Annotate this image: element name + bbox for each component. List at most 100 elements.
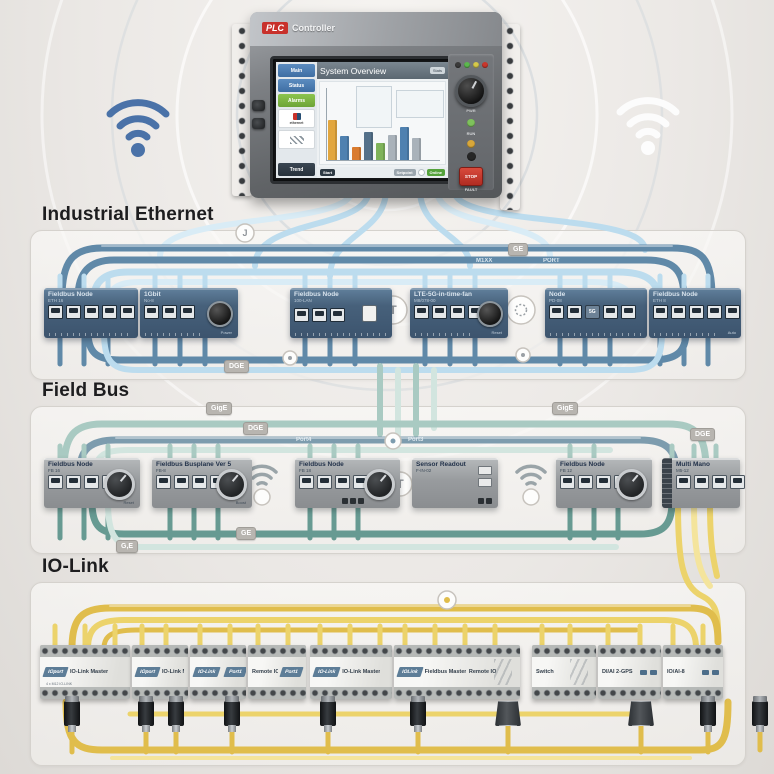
m12-valve-connector [495, 701, 521, 726]
device-label: Fieldbus Node [48, 461, 93, 468]
hatch-decoration [494, 659, 512, 685]
pwr-label: PWR [466, 108, 476, 113]
pin-labels [654, 333, 717, 336]
m12-connector [64, 696, 80, 732]
plc-control-panel: PWR RUN STOP FAULT [448, 54, 494, 192]
ack-button[interactable] [466, 152, 476, 161]
m12-connector [224, 696, 240, 732]
device-label: Fieldbus Node [653, 291, 698, 298]
fieldbus-wifi-nodes [246, 464, 547, 506]
ethernet-device-2: 1Gbit No-8 Power [140, 288, 238, 338]
module-name: Remote IO [252, 669, 279, 675]
knob-label: Power [220, 330, 232, 335]
cable-label-port: PORT [543, 258, 560, 264]
device-sub-label: No-8 [144, 298, 154, 303]
stop-button[interactable]: STOP [459, 167, 483, 186]
cable-label-m1xx: M1XX [476, 258, 493, 264]
pin-labels [295, 333, 387, 336]
device-sub-label: 100-LAN [294, 298, 312, 303]
gap-cables-eth-fb [377, 363, 437, 443]
terminal-strip-bottom [394, 687, 520, 699]
rj45-port-row [556, 473, 652, 489]
rj45-port [578, 475, 593, 489]
module-body: IOport IO-Link Master 4 x M12 IO-LINK [40, 657, 130, 687]
sensor-chip [478, 478, 492, 487]
footer-online-button[interactable]: Online [426, 169, 445, 176]
terminal-strip-bottom [598, 687, 661, 699]
header-stats-button[interactable]: Stats [429, 67, 445, 74]
module-tag: IOport [134, 667, 161, 677]
module-body: IO-Link IO-Link Master [310, 657, 392, 687]
hatch-decoration [570, 659, 588, 685]
screen-title: System Overview [320, 65, 387, 76]
plc-housing: PLC Controller Main Status Alarms ethern… [250, 12, 502, 198]
wifi-icon-left [106, 99, 170, 157]
ethernet-app-tile[interactable]: ethernet [278, 109, 315, 128]
module-name: DI/AI 2-GPS [602, 669, 633, 675]
bar [364, 132, 373, 160]
rj45-port [84, 475, 99, 489]
rj45-port [66, 305, 81, 319]
device-sub-label: FB 16 [48, 468, 61, 473]
rj45-port [671, 305, 686, 319]
pin-labels [415, 333, 474, 336]
nav-main-button[interactable]: Main [278, 64, 315, 77]
bar [352, 147, 361, 160]
rj45-port [144, 305, 159, 319]
device-sub-label: ETH 16 [48, 298, 64, 303]
gap-cables-fb-io [675, 502, 721, 635]
pipes-tile[interactable] [278, 130, 315, 149]
mounting-bracket-left [232, 24, 252, 196]
terminal-strip-top [532, 645, 596, 657]
bar [376, 143, 385, 160]
terminal-strip-bottom [40, 687, 130, 699]
nav-status-button[interactable]: Status [278, 79, 315, 92]
iolink-module-5: IO-Link IO-Link Master [310, 645, 392, 699]
din-clip [662, 458, 672, 508]
device-label: Fieldbus Node [294, 291, 339, 298]
section-title-ethernet: Industrial Ethernet [42, 204, 214, 225]
plc-controller: PLC Controller Main Status Alarms ethern… [232, 12, 520, 210]
warn-led [467, 140, 475, 148]
dip-switch [342, 498, 348, 504]
footer-start-button[interactable]: Start [320, 169, 336, 176]
dip-switches [478, 498, 492, 504]
iolink-module-3: IO-Link BusNode Port1 [190, 645, 246, 699]
module-body: Remote IO Port1 [248, 657, 306, 687]
module-body: Switch [532, 657, 596, 687]
rj45-port [299, 475, 314, 489]
reset-knob [104, 469, 135, 500]
wifi-icon-right [616, 97, 680, 155]
module-name: IO-Link Master [70, 669, 109, 675]
fieldbus-device-5: Fieldbus Node FB 12 [556, 458, 652, 508]
module-name-2: Remote IO [468, 669, 496, 675]
footer-setpoint-button[interactable]: Setpoint [393, 169, 416, 176]
cable-badge-dge: DGE [224, 360, 250, 373]
rj45-port [620, 305, 636, 319]
rj45-port [450, 305, 465, 319]
fieldbus-device-6: Multi Mano M5-12 [662, 458, 745, 508]
fieldbus-device-4-sensor-readout: Sensor Readout F-IN-02 [412, 458, 498, 508]
junction-label-j: J [242, 228, 247, 238]
junction-label-t2: T [396, 477, 404, 491]
cable-badge-dge3: DGE [690, 428, 716, 441]
power-knob[interactable] [455, 75, 487, 107]
junction-label-t: T [389, 303, 397, 317]
knob-label: Boost [235, 500, 246, 505]
terminal-strip-top [598, 645, 661, 657]
rj45-port [84, 305, 99, 319]
fieldbus-device-1: Fieldbus Node FB 16 Reset [44, 458, 140, 508]
nav-alarms-button[interactable]: Alarms [278, 94, 315, 107]
dip-switch [358, 498, 364, 504]
overview-chart [319, 81, 446, 165]
rj45-port [48, 475, 63, 489]
rj45-port [335, 475, 350, 489]
module-tag: IOport [42, 667, 69, 677]
fieldbus-device-3: Fieldbus Node FB 18 [295, 458, 400, 508]
chart-y-axis [326, 88, 327, 161]
m12-connector [752, 696, 768, 732]
trend-button[interactable]: Trend [278, 163, 315, 176]
run-label: RUN [466, 131, 476, 136]
device-label: Node [549, 291, 566, 298]
terminal-strip-top [248, 645, 306, 657]
